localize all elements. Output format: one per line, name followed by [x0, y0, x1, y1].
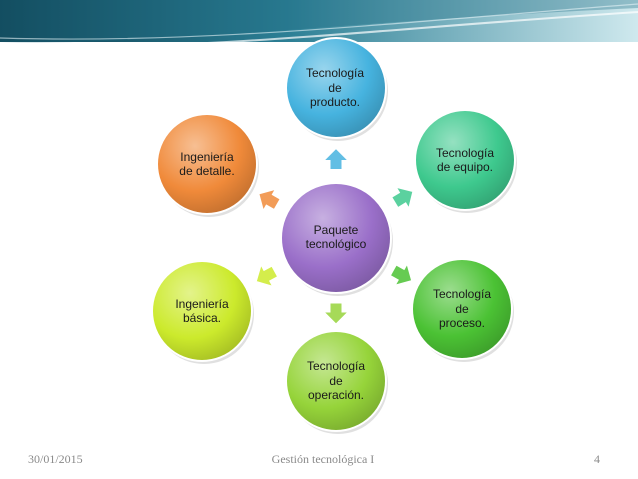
node-circle-proceso: [411, 258, 513, 360]
node-label-proceso: Tecnología de proceso.: [432, 287, 492, 331]
arrow-to-proceso: [389, 262, 413, 286]
arrow-to-producto: [322, 147, 350, 170]
node-circle-equipo: [414, 109, 516, 211]
arrow-to-detalle: [258, 188, 281, 212]
footer-page-number: 4: [594, 452, 600, 466]
footer-date: 30/01/2015: [28, 452, 83, 466]
arrow-to-basica: [255, 263, 279, 288]
node-label-detalle: Ingeniería de detalle.: [179, 149, 235, 178]
arrow-to-equipo: [391, 186, 414, 210]
node-label-producto: Tecnología de producto.: [305, 66, 365, 110]
node-circle-basica: [151, 260, 253, 362]
node-label-equipo: Tecnología de equipo.: [435, 145, 495, 174]
node-circle-producto: [285, 37, 387, 139]
center-label: Paquete tecnológico: [305, 222, 367, 251]
node-circle-operacion: [285, 330, 387, 432]
center-circle: [280, 182, 392, 294]
footer-title: Gestión tecnológica I: [271, 452, 375, 466]
node-circle-detalle: [156, 113, 258, 215]
node-label-basica: Ingeniería básica.: [175, 296, 229, 325]
arrow-to-operacion: [322, 302, 350, 325]
node-label-operacion: Tecnología de operación.: [306, 359, 366, 403]
header-banner: [0, 0, 638, 48]
